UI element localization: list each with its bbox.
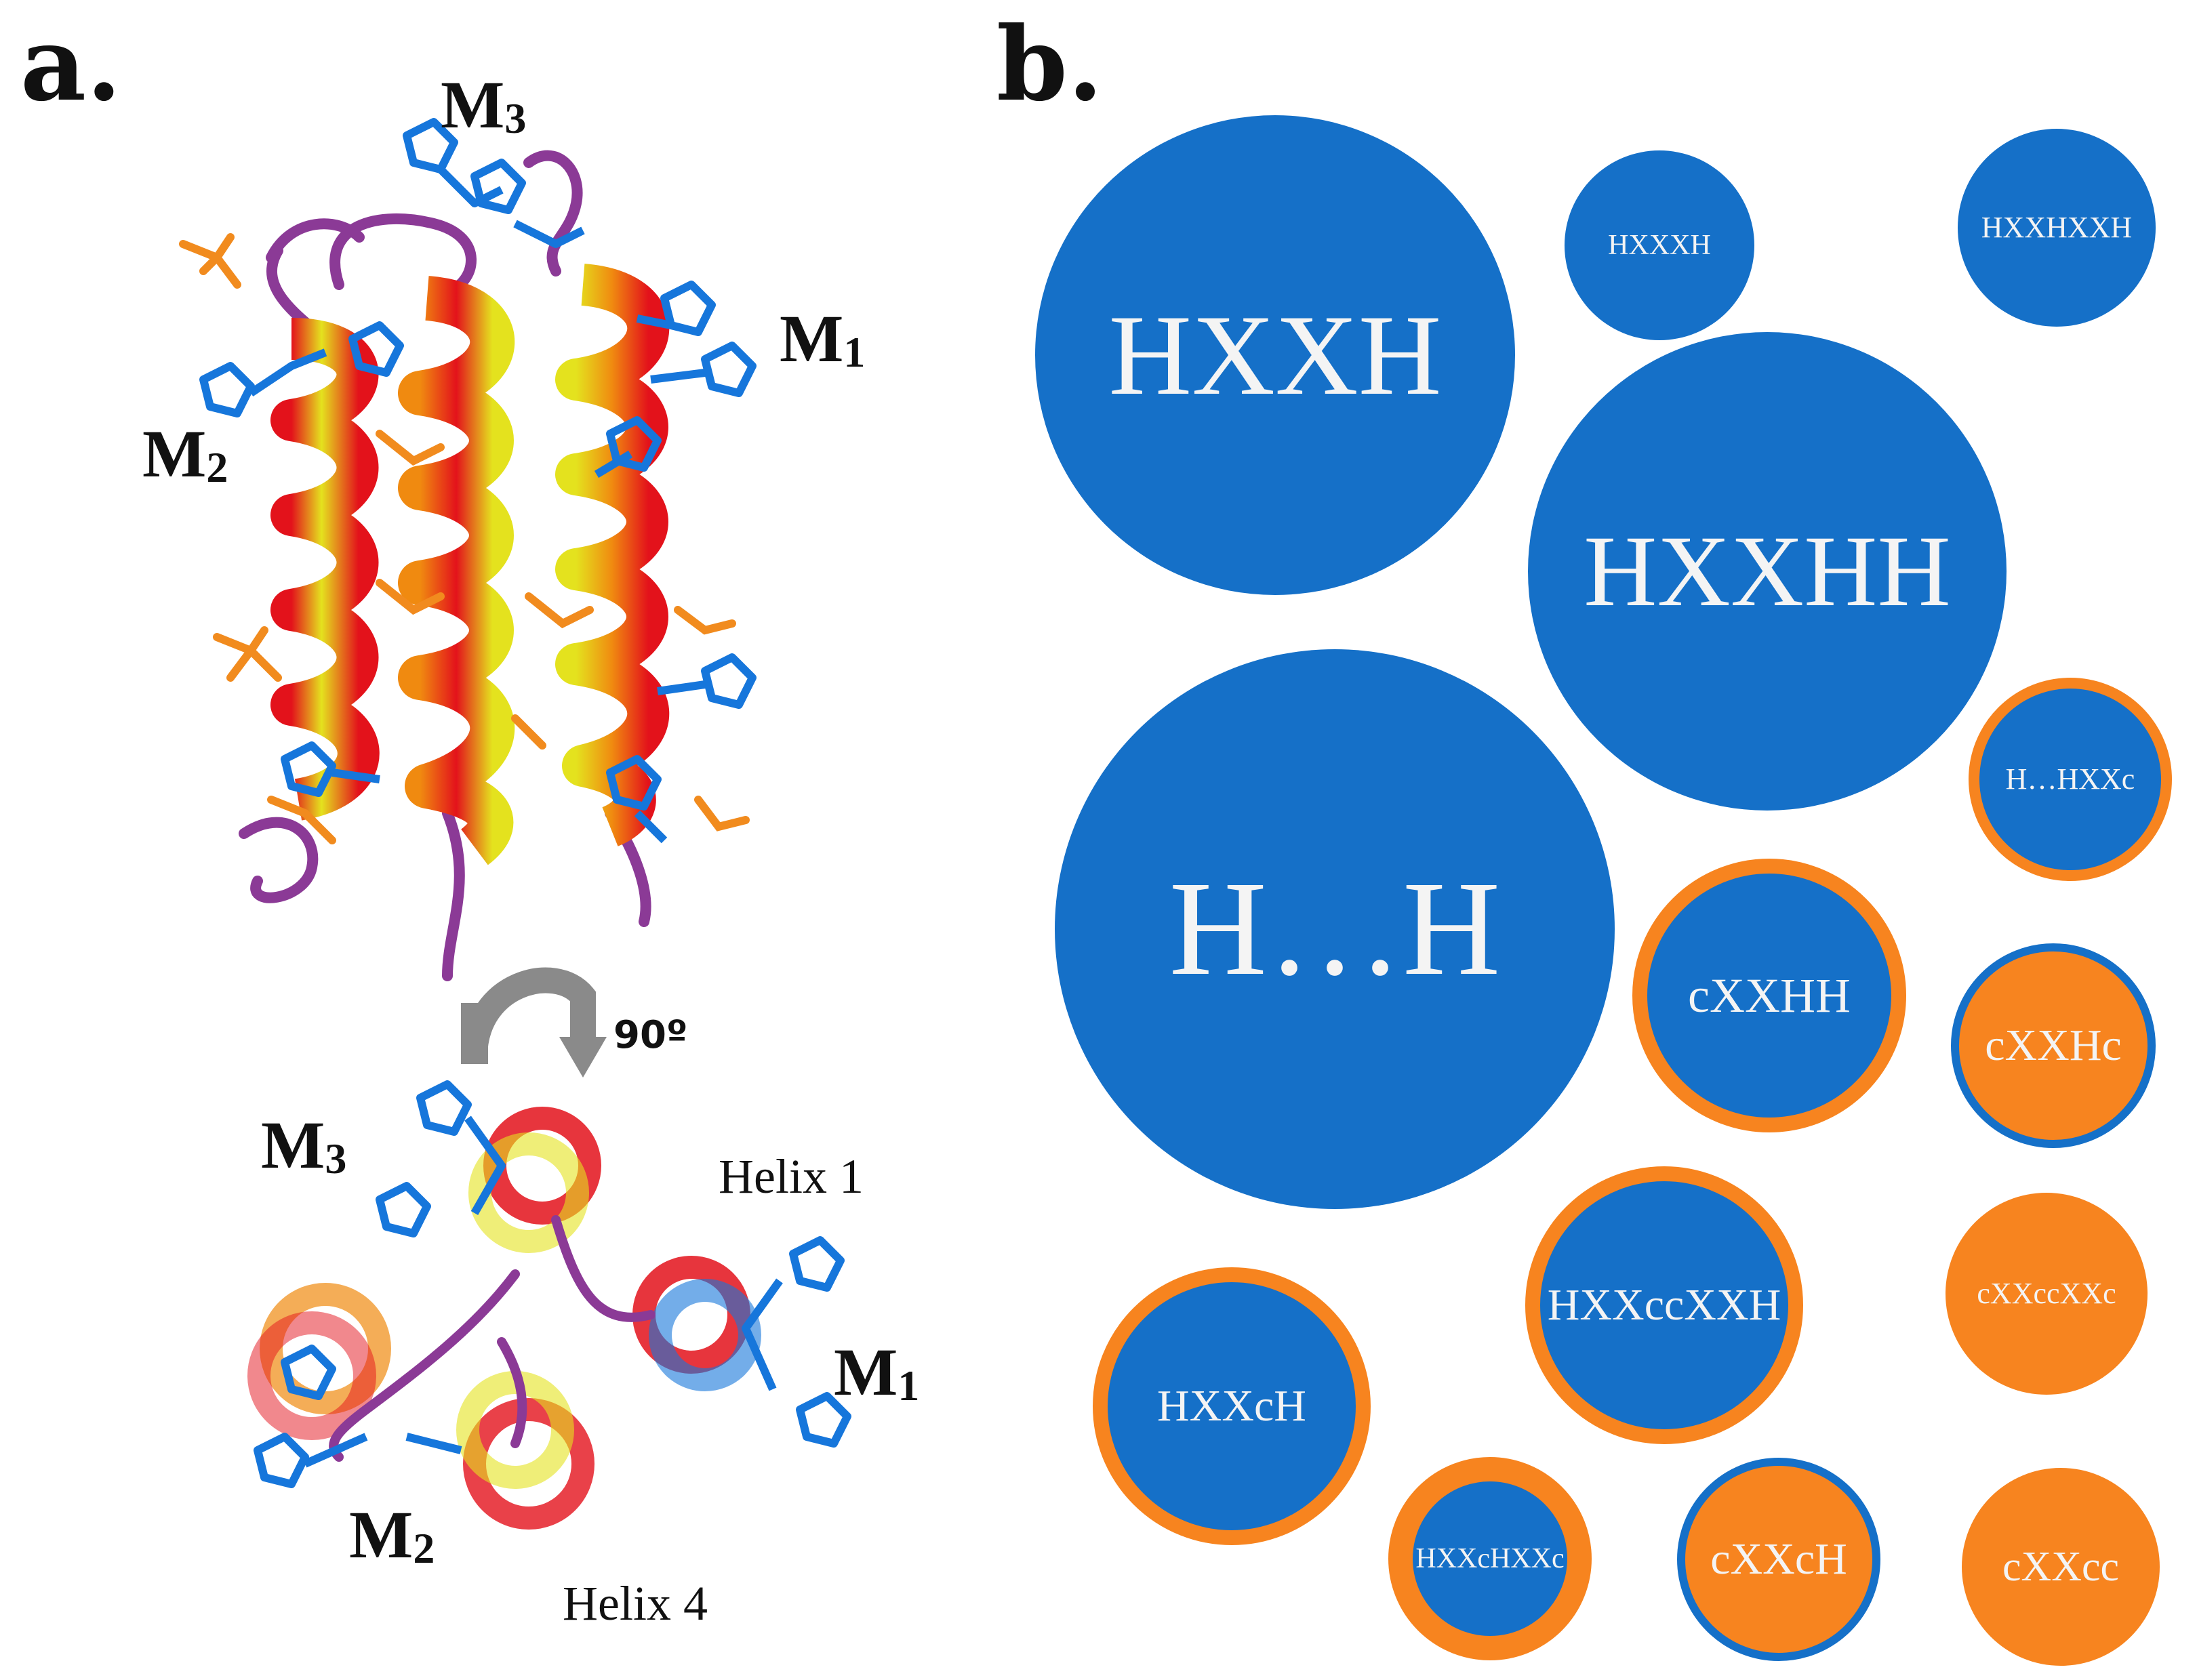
rotation-arrow — [461, 967, 607, 1078]
site-label-top-m3: M3 — [441, 67, 527, 142]
helix-right — [555, 264, 670, 846]
helix-1-label: Helix 1 — [719, 1149, 864, 1204]
bubble-cxxccxxc: cXXccXXc — [1946, 1193, 2148, 1395]
helix-4-label: Helix 4 — [563, 1576, 708, 1631]
bubble-h-h: H…H — [1055, 649, 1615, 1209]
histidine-sticks-bottom — [254, 1080, 851, 1488]
bubble-h-hxxc: H…HXXc — [1969, 678, 2172, 881]
site-label-bottom-m1: M1 — [834, 1334, 920, 1410]
bubble-cxxhh: cXXHH — [1632, 859, 1906, 1132]
bubble-cxxch: cXXcH — [1677, 1458, 1880, 1661]
bubble-hxxhxxh: HXXHXXH — [1958, 129, 2156, 327]
site-label-bottom-m3: M3 — [261, 1107, 347, 1183]
bubble-hxxccxxh: HXXccXXH — [1525, 1166, 1803, 1444]
side-chains-top — [179, 233, 750, 844]
panel-b-label: b. — [996, 5, 1104, 124]
helix-ribbons — [270, 264, 670, 865]
site-label-top-m2: M2 — [142, 416, 228, 491]
loops-bottom — [329, 1215, 656, 1462]
site-label-top-m1: M1 — [780, 301, 866, 376]
bubble-cxxhc: cXXHc — [1951, 943, 2156, 1148]
helix-middle — [398, 276, 515, 865]
bubble-hxxh: HXXH — [1035, 115, 1515, 595]
rotation-label: 90º — [613, 1013, 688, 1057]
bubble-hxxxh: HXXXH — [1565, 150, 1754, 340]
protein-structure-illustration — [179, 118, 851, 1530]
bubble-hxxch: HXXcH — [1093, 1267, 1371, 1545]
helix-left — [270, 318, 380, 821]
bubble-hxxchxxc: HXXcHXXc — [1388, 1457, 1592, 1660]
panel-a-label: a. — [20, 5, 122, 124]
histidine-sticks-top — [199, 118, 757, 844]
site-label-bottom-m2: M2 — [349, 1497, 435, 1572]
bubble-cxxcc: cXXcc — [1962, 1468, 2160, 1666]
bubble-hxxhh: HXXHH — [1528, 332, 2007, 811]
